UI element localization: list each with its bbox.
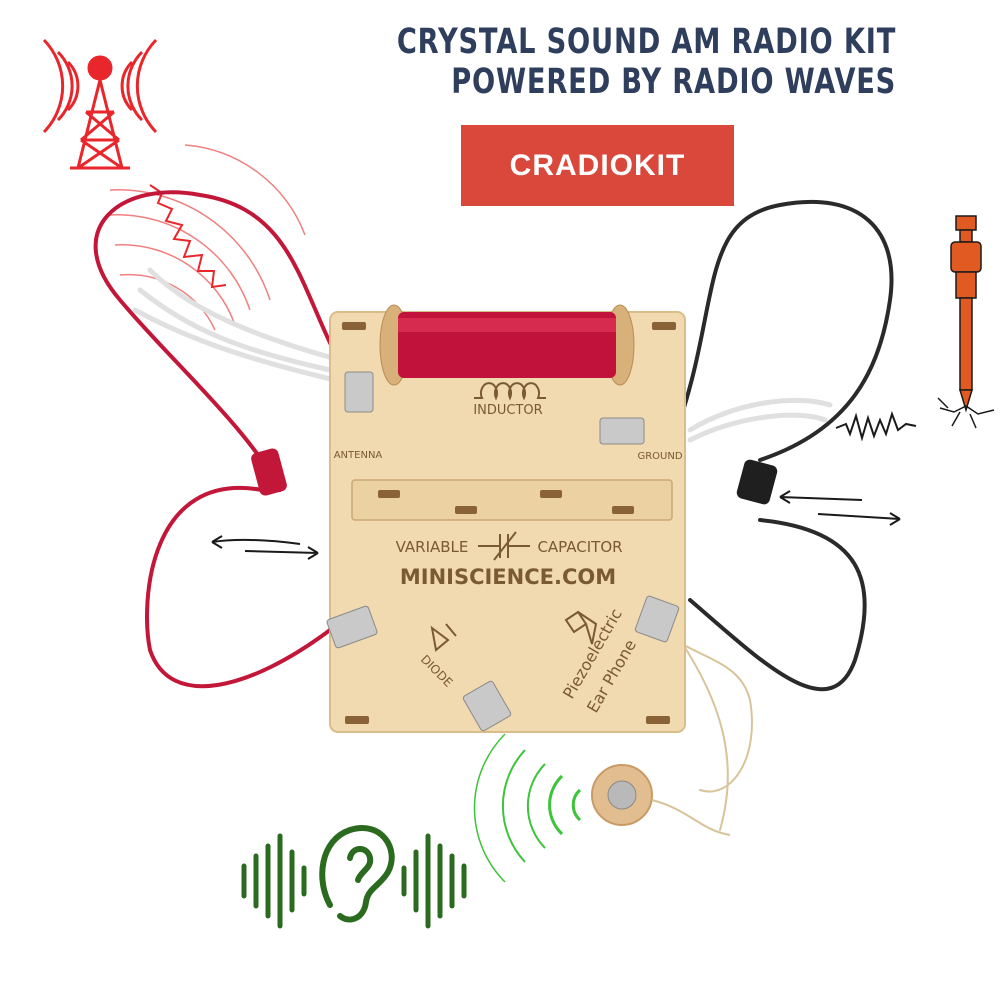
capacitor-arrows <box>211 490 901 560</box>
wires <box>93 190 894 831</box>
brand-badge: CRADIOKIT <box>461 125 734 206</box>
ground-stake-icon <box>937 215 995 429</box>
inductor-label: INDUCTOR <box>473 403 542 418</box>
radio-wave-arcs <box>109 144 306 331</box>
antenna-signal-wave <box>149 184 227 289</box>
title-line-2: POWERED BY RADIO WAVES <box>451 62 896 102</box>
speaker-symbol-icon <box>564 610 598 645</box>
alligator-clips[interactable] <box>250 447 779 506</box>
ground-label: GROUND <box>637 451 682 462</box>
green-sound-waves <box>473 733 582 883</box>
title-line-1: CRYSTAL SOUND AM RADIO KIT <box>396 22 896 62</box>
ground-zigzag <box>835 410 917 442</box>
sound-bars-right <box>401 833 467 929</box>
piezo-earphone <box>591 764 731 836</box>
capacitor-symbol-icon <box>478 531 530 561</box>
inductor-coil <box>379 304 635 386</box>
metal-clips <box>326 371 680 732</box>
ear-icon <box>319 825 395 923</box>
board-slots <box>342 322 676 724</box>
capacitor-slider[interactable] <box>351 479 673 521</box>
inductor-symbol-icon <box>474 382 546 401</box>
radio-tower-icon <box>42 38 158 170</box>
capacitor-label-left: VARIABLE <box>396 538 469 556</box>
page-title: CRYSTAL SOUND AM RADIO KIT POWERED BY RA… <box>397 22 896 102</box>
website-label: MINISCIENCE.COM <box>400 565 616 589</box>
capacitor-label-right: CAPACITOR <box>537 538 622 556</box>
sound-bars-left <box>241 833 307 929</box>
antenna-label: ANTENNA <box>334 450 383 461</box>
diode-symbol-icon <box>430 623 457 652</box>
